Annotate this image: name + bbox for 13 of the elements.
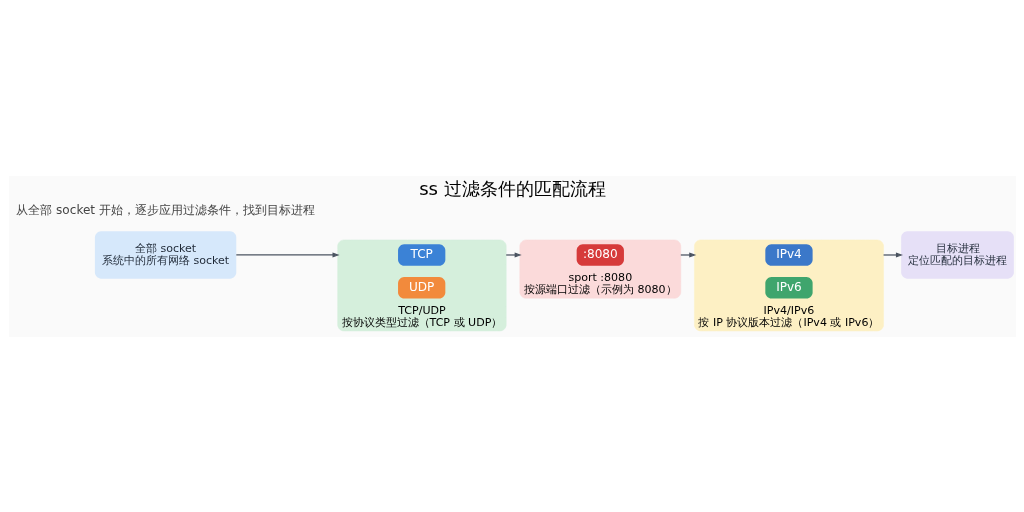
- arrow: [235, 252, 340, 257]
- arrow: [679, 252, 696, 257]
- node-box: 全部 socket 系统中的所有网络 socket: [94, 230, 236, 279]
- arrow: [505, 252, 522, 257]
- node-box: :8080: [576, 243, 624, 266]
- node-box: IPv4: [764, 243, 813, 266]
- node-box: TCP: [397, 243, 445, 266]
- arrow: [882, 252, 903, 257]
- node-box: 目标进程 定位匹配的目标进程: [900, 230, 1014, 279]
- node-box: UDP: [397, 276, 445, 298]
- node-box: IPv6: [764, 276, 813, 298]
- label: 从全部 socket 开始，逐步应用过滤条件，找到目标进程: [15, 202, 315, 217]
- diagram-title: ss 过滤条件的匹配流程: [418, 177, 606, 199]
